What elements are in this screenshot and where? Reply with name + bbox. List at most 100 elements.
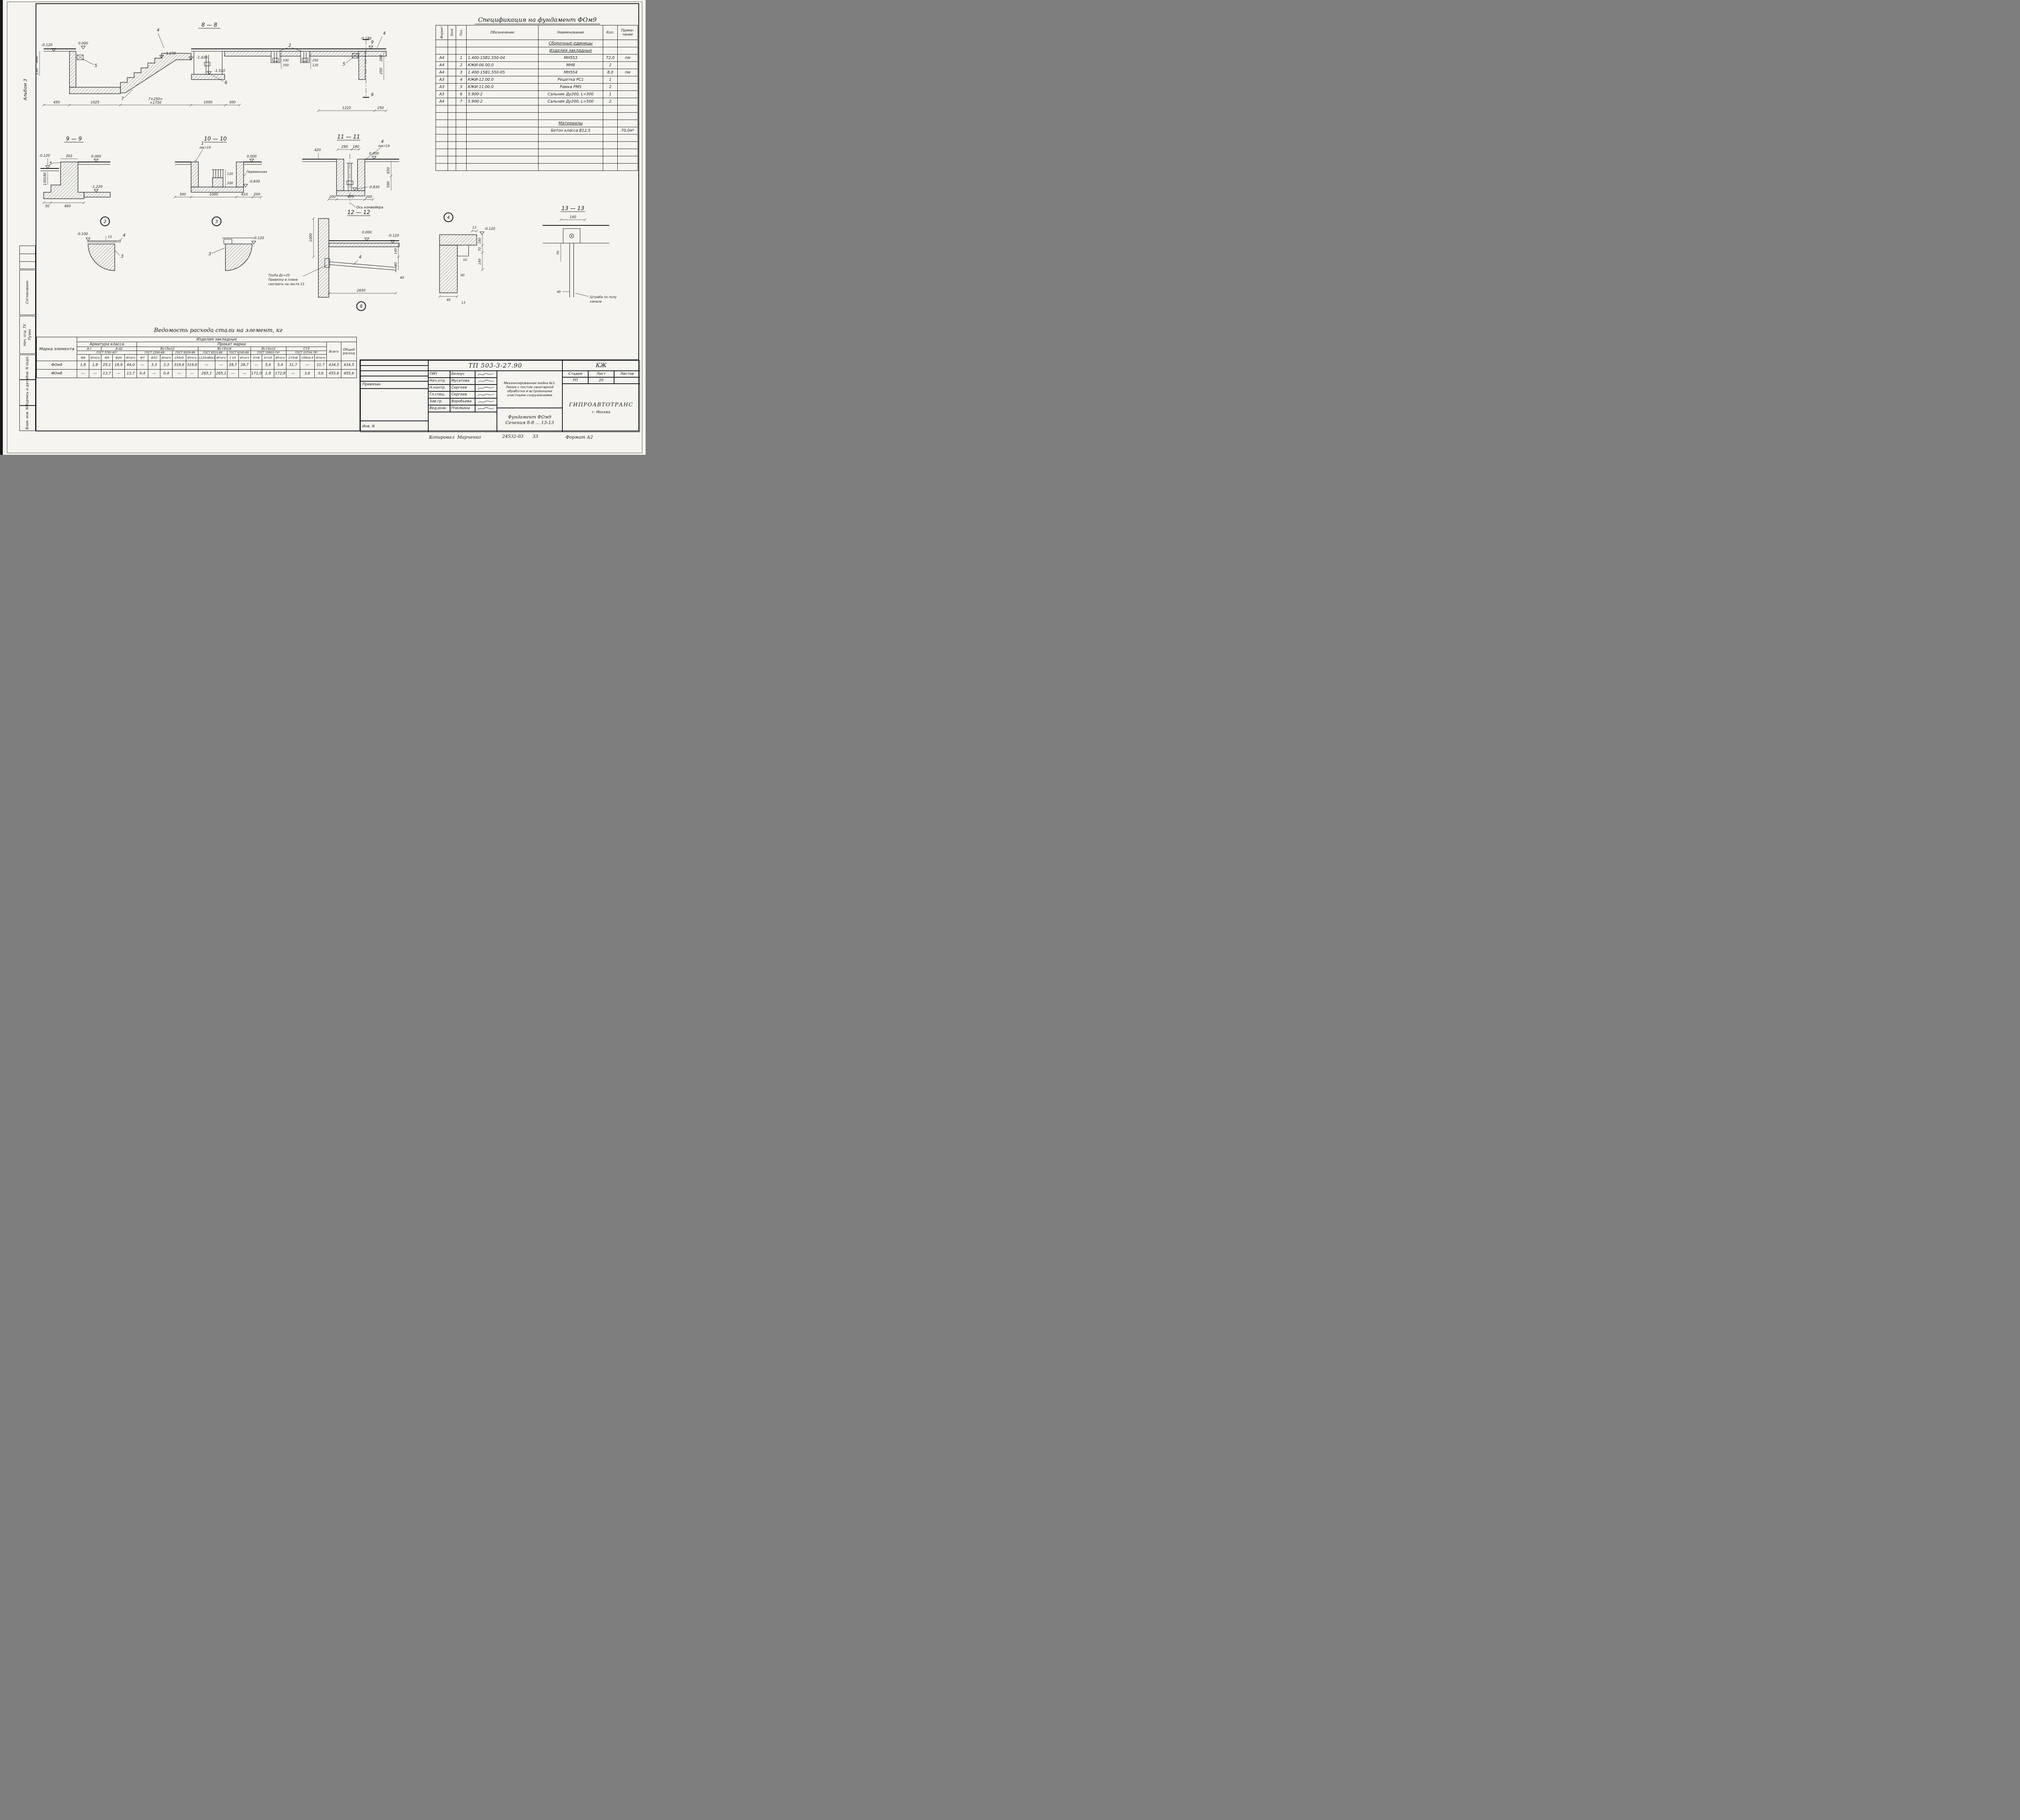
dim-120: 120: [312, 63, 318, 67]
subject-line2: Сечения 8-8 ... 13-13: [505, 420, 554, 425]
sign-role: Зав.гр.: [428, 398, 450, 405]
h-rebar: Арматура класса: [77, 342, 137, 347]
chase-note-line1: Штраба по полу: [590, 295, 617, 299]
pipe-note-line1: Труба Ду=25: [268, 273, 290, 277]
dim-290: 290: [341, 145, 348, 149]
detail-3-number: 3: [215, 219, 218, 224]
section-10-10-title: 10 — 10: [204, 136, 227, 142]
sign-role: Гл.спец.: [428, 391, 450, 398]
format-label: Формат А2: [566, 435, 593, 440]
sign-signature: [475, 405, 497, 412]
h-embedded: Изделия закладные: [76, 337, 357, 342]
dim-140: 140: [394, 248, 398, 254]
drawing-sheet: Альбом 3 Согласовано Нач. отд. ТХ Пузин …: [0, 0, 646, 455]
inv-sub-stamp: Инв. N подл.: [19, 355, 36, 380]
dim-7x250: 7×250=: [148, 97, 163, 101]
doc-number-footer: 24532-03: [502, 434, 524, 439]
inv-dup-label: Взам. инв. N: [25, 407, 29, 430]
floor-slab: [328, 243, 400, 247]
sign-name: Пчелкина: [450, 405, 475, 412]
sheets-value: [614, 377, 640, 384]
level-m0830: -0.830: [249, 180, 260, 184]
signature-squiggle: [478, 407, 494, 410]
stage-value: РП: [562, 377, 588, 384]
sign-name: Сергеев: [450, 391, 475, 398]
dim-15: 15: [108, 235, 112, 239]
section-9-9: 9 — 9 0.000 -0.120 -1.220 302 180 130 5 …: [39, 136, 111, 208]
col-name: Наименование: [538, 25, 603, 40]
variable-label: Переменная: [246, 170, 267, 174]
callout-7: 7: [121, 97, 124, 101]
concrete-corner: [225, 244, 253, 271]
signature-squiggle: [478, 373, 494, 375]
sign-role: Н.контр.: [428, 385, 450, 391]
project-description: Механизированная мойка №3. Линия с посто…: [497, 371, 562, 408]
sheet-value: 20: [588, 377, 614, 384]
level-m0120: -0.120: [39, 154, 50, 158]
specification-table: Формат Зона Поз. Обозначение Наименовани…: [436, 25, 638, 171]
org-city: г. Москва: [592, 410, 610, 414]
dim-40: 40: [400, 276, 404, 280]
group-materials: Материалы: [538, 120, 603, 127]
sign-role: ГИП: [428, 371, 450, 378]
level-m0100: -0.100: [77, 232, 88, 236]
channel-left-wall: [336, 159, 344, 191]
conveyor-axis-label: Ось конвейера: [356, 206, 383, 210]
section-12-12: 12 — 12 1000 0.000 -0.120 4 Труба Ду=25 …: [268, 209, 404, 311]
h-total: Всего: [326, 342, 341, 361]
callout-4b: 4: [383, 31, 386, 36]
frame-rm5-right: [352, 53, 358, 59]
gland-seal-6: [204, 62, 210, 66]
wall: [318, 218, 329, 298]
view-mark-8: 8: [360, 304, 363, 309]
dim-10: 10: [463, 258, 467, 262]
pit-left-wall: [69, 51, 76, 88]
level-m0120: -0.120: [484, 227, 495, 231]
scan-edge: [0, 0, 3, 455]
dim-650: 650: [387, 167, 391, 174]
right-pit-wall: [358, 51, 366, 80]
callout-4-sheet: лист19: [378, 144, 390, 148]
material-name: Бетон класса В12,5: [538, 127, 603, 135]
stage-label: Стадия: [562, 371, 588, 377]
sign-role: Нач.отд.: [428, 378, 450, 385]
sign-signature: [475, 371, 497, 378]
agreed-stamp: Согласовано: [19, 270, 36, 315]
chase-box: [563, 228, 581, 244]
section-11-11-title: 11 — 11: [337, 134, 360, 140]
callout-4: 4: [381, 139, 384, 144]
dept-stamp: Нач. отд. ТХ Пузин: [19, 316, 36, 354]
callout-3: 3: [121, 254, 124, 259]
dim-350: 350: [283, 63, 289, 67]
level-0000: 0.000: [78, 42, 88, 46]
section-12-12-title: 12 — 12: [347, 209, 370, 216]
col-pos: Поз.: [459, 29, 463, 36]
privyazan-cell: Привязан: [360, 381, 428, 389]
dim-280: 280: [379, 55, 383, 61]
detail-2-number: 2: [104, 219, 107, 224]
dept-name: Пузин: [28, 329, 32, 340]
dim-13: 13: [472, 226, 476, 229]
dim-70: 70: [556, 251, 560, 255]
inv-dup-stamp: Взам. инв. N: [19, 406, 36, 431]
section-11-11: 11 — 11 4 лист19 290 180 0.000 -0.830 42…: [302, 134, 399, 210]
callout-3: 3: [208, 252, 211, 256]
signature-squiggle: [478, 387, 494, 389]
dim-2650: 2650: [357, 289, 366, 293]
level-m1420: -1.420: [196, 56, 207, 60]
signature-squiggle: [478, 393, 494, 395]
sign-name: Воробьева: [450, 398, 475, 405]
copied-name: Марченко: [457, 435, 481, 440]
cut-mark-9-top: 9: [371, 40, 374, 45]
spec-header-row: Формат Зона Поз. Обозначение Наименовани…: [436, 25, 638, 40]
channel-left-wall: [191, 162, 199, 187]
spec-row: Бетон класса В12,5 70,0м³: [436, 127, 638, 135]
